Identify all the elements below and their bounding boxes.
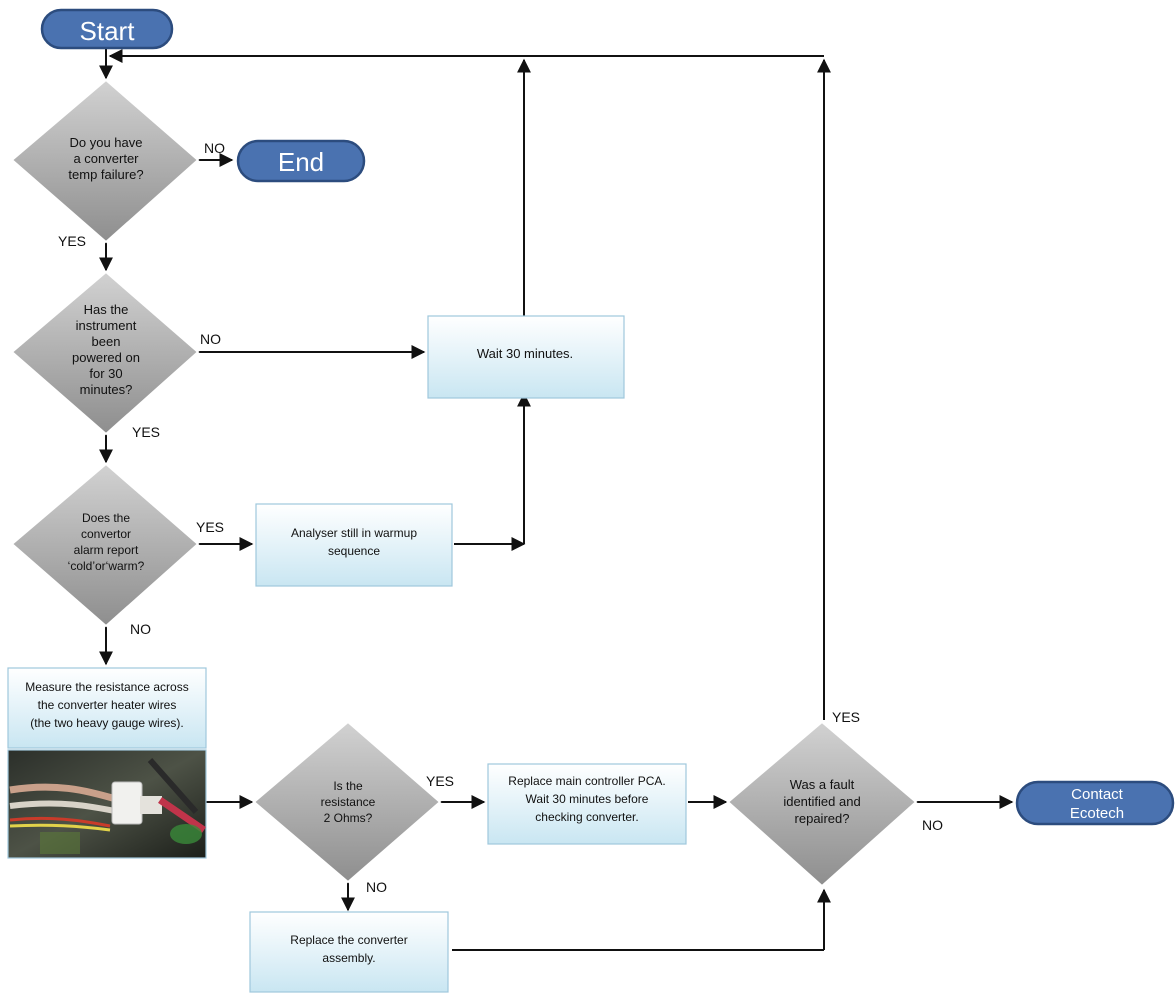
label-d2-no: NO [200,331,221,347]
warmup-line-1: Analyser still in warmup [291,526,417,540]
d4-line-1: Is the [333,779,363,793]
d4-line-2: resistance [321,795,376,809]
process-replace-main-controller: Replace main controller PCA. Wait 30 min… [487,763,687,845]
label-d5-no: NO [922,817,943,833]
label-d5-yes: YES [832,709,860,725]
d2-line-1: Has the [84,302,129,317]
decision-powered-30-minutes: Has the instrument been powered on for 3… [10,270,200,436]
label-d3-yes: YES [196,519,224,535]
d5-line-2: identified and [783,794,860,809]
pca-line-1: Replace main controller PCA. [508,774,665,788]
d3-line-2: convertor [81,527,131,541]
branch-labels: NO YES NO YES YES NO YES NO YES NO [58,140,943,895]
d1-line-1: Do you have [70,135,143,150]
label-d4-yes: YES [426,773,454,789]
d2-line-2: instrument [76,318,137,333]
decision-converter-temp-failure: Do you have a converter temp failure? [10,78,200,244]
process-replace-converter: Replace the converter assembly. [249,911,449,993]
pca-line-2: Wait 30 minutes before [526,792,649,806]
label-d3-no: NO [130,621,151,637]
process-wait-30-minutes: Wait 30 minutes. [427,315,625,399]
d1-line-2: a converter [73,151,139,166]
decision-resistance-2-ohms: Is the resistance 2 Ohms? [252,720,442,884]
pca-line-3: checking converter. [535,810,638,824]
replace-conv-line-2: assembly. [322,951,375,965]
d5-line-1: Was a fault [790,777,855,792]
measure-line-1: Measure the resistance across [25,680,188,694]
measure-line-3: (the two heavy gauge wires). [30,716,183,730]
connectors [99,47,1014,951]
label-d2-yes: YES [132,424,160,440]
wire-connector-photo [7,749,207,859]
measure-line-2: the converter heater wires [38,698,177,712]
d3-line-1: Does the [82,511,130,525]
replace-conv-line-1: Replace the converter [290,933,407,947]
decision-fault-repaired: Was a fault identified and repaired? [726,720,918,888]
decision-alarm-cold-warm: Does the convertor alarm report ‘cold’or… [10,462,200,628]
process-measure-resistance: Measure the resistance across the conver… [7,667,207,749]
end-label: End [278,147,324,177]
wait-line-1: Wait 30 minutes. [477,346,573,361]
d1-line-3: temp failure? [68,167,143,182]
contact-terminal: Contact Ecotech [1015,780,1175,826]
start-terminal: Start [40,8,174,50]
end-terminal: End [236,139,366,183]
d3-line-3: alarm report [74,543,139,557]
start-label: Start [80,16,136,46]
process-warmup-sequence: Analyser still in warmup sequence [255,503,453,587]
contact-label-line-1: Contact [1071,786,1124,803]
label-d4-no: NO [366,879,387,895]
warmup-line-2: sequence [328,544,380,558]
d4-line-3: 2 Ohms? [324,811,373,825]
d2-line-6: minutes? [80,382,133,397]
d2-line-5: for 30 [89,366,122,381]
d3-line-4: ‘cold’or‘warm? [68,559,145,573]
label-d1-no: NO [204,140,225,156]
label-d1-yes: YES [58,233,86,249]
contact-label-line-2: Ecotech [1070,805,1124,822]
d2-line-3: been [92,334,121,349]
d2-line-4: powered on [72,350,140,365]
d5-line-3: repaired? [795,811,850,826]
